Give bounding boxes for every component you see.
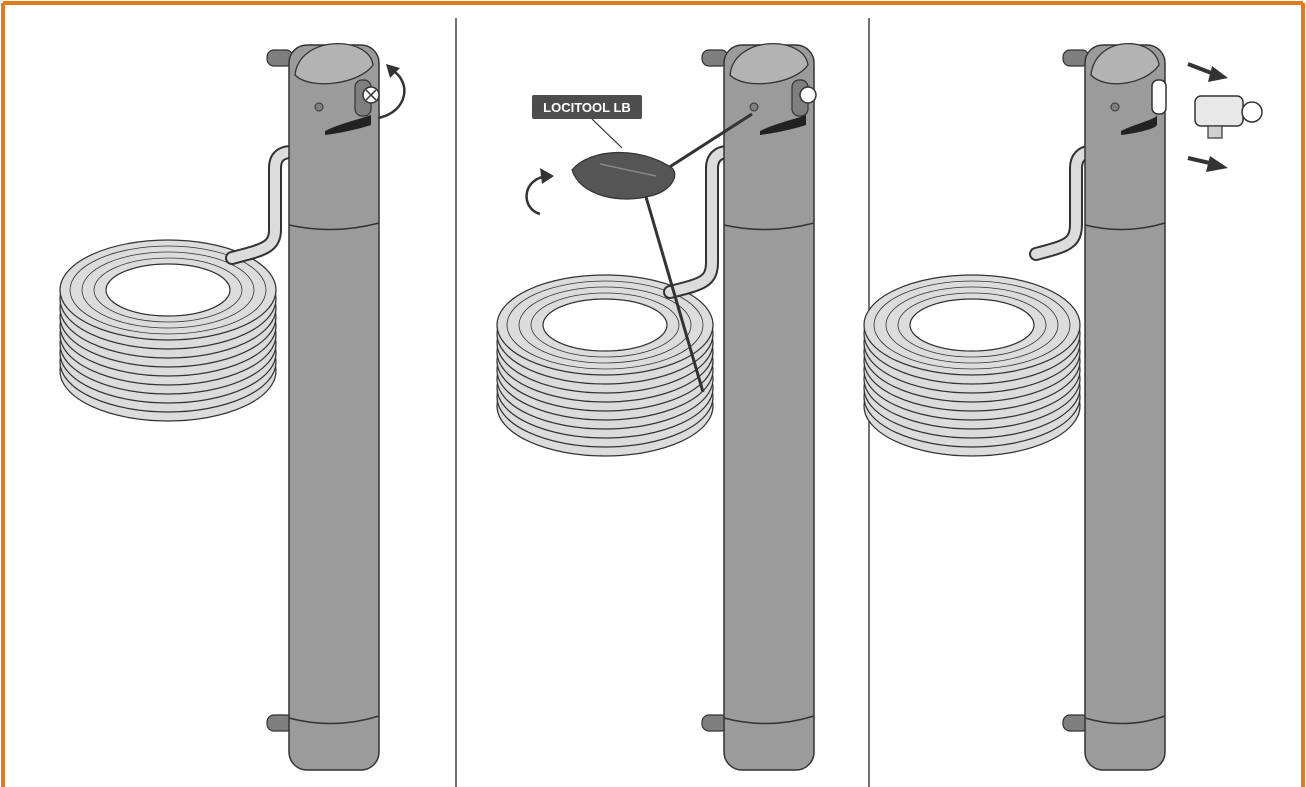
pillar-cap [729,43,809,85]
hose-riser [1029,145,1097,261]
tool-label: LOCITOOL LB [532,95,642,149]
hose-coil [863,274,1081,457]
cable-slot [760,115,806,135]
tool-label-text: LOCITOOL LB [543,100,631,115]
hose-coil-ring [909,298,1035,352]
hose-coil-ring [530,292,680,358]
hose-coil-ring [885,286,1059,364]
lock-slot [1151,79,1167,115]
pillar-body [1084,44,1166,771]
hose-coil-ring [518,286,692,364]
hose-coil-ring [506,280,704,370]
t-handle-tool [571,112,753,393]
pillar-cap [294,43,374,85]
pillar-cap [1090,43,1160,85]
cable-slot [325,115,371,135]
hose-riser-inner [227,147,297,263]
pillar-seam [1084,222,1166,231]
hose-coil-ring [93,257,243,323]
hose-riser [663,145,735,299]
hose-coil-ring [873,280,1071,370]
charging-pillar [266,43,380,771]
charging-pillar [701,43,815,771]
panel-step-2: LOCITOOL LB [496,43,817,771]
hose-riser-inner [1031,147,1095,259]
hose-coil-ring [542,298,668,352]
hose-riser-inner [665,147,733,297]
arrow-right-icon [1187,156,1228,172]
rotate-arrow-icon [377,68,406,120]
hose-coil-ring [69,245,267,335]
pillar-seam [1084,715,1166,725]
hose-coil [496,274,714,457]
panel-step-3 [863,43,1263,771]
pillar-body [288,44,380,771]
pillar-seam [723,222,815,231]
pillar-seam [288,222,380,231]
panel-step-1 [59,43,406,771]
cable-slot [1121,115,1157,135]
arrow-right-icon [1187,62,1228,82]
screw-hole [749,102,759,112]
hose-riser [225,145,299,265]
pillar-seam [723,715,815,725]
rotate-arrow-head-icon [540,168,554,184]
hose-coil [59,239,277,422]
hose-coil-ring [897,292,1047,358]
screw-hole [314,102,324,112]
key-icon [354,79,380,117]
pillar-body [723,44,815,771]
screw-hole [1110,102,1120,112]
lock-cylinder [1194,95,1263,139]
charging-pillar [1062,43,1166,771]
pillar-seam [288,715,380,725]
rotate-arrow-head-icon [386,64,400,78]
key-icon [791,79,817,117]
hose-coil-ring [105,263,231,317]
hose-coil-ring [81,251,255,329]
